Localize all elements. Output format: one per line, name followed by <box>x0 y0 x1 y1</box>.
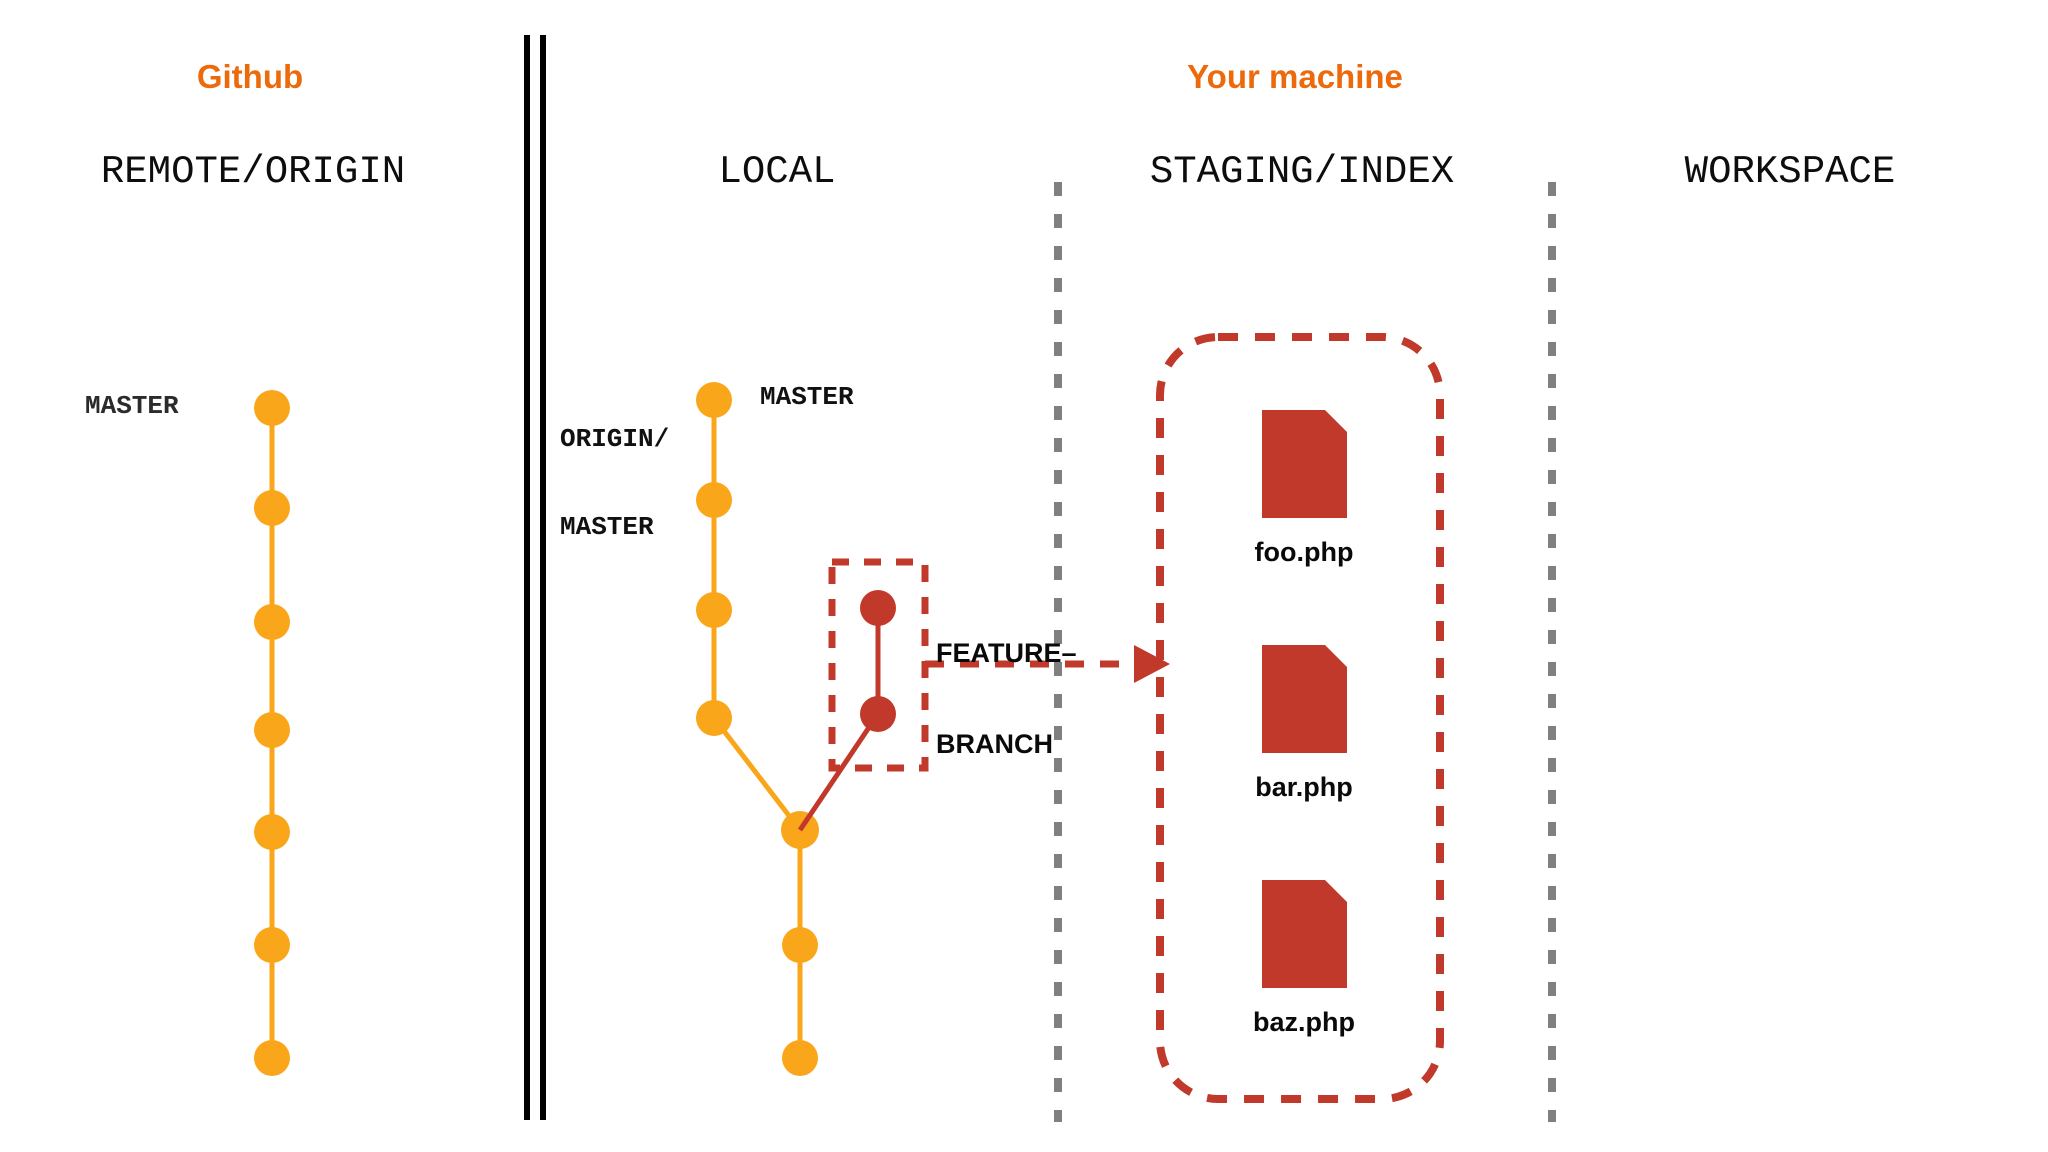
local-trunk-graph <box>781 811 819 1076</box>
commit-dot <box>860 696 896 732</box>
commit-dot <box>254 390 290 426</box>
branch-label-feature-branch-line1: FEATURE– <box>936 638 1077 669</box>
branch-label-feature-branch: FEATURE– BRANCH <box>936 578 1077 820</box>
commit-dot <box>696 482 732 518</box>
branch-label-local-master: MASTER <box>760 382 854 412</box>
commit-dot <box>254 814 290 850</box>
commit-dot <box>254 490 290 526</box>
branch-label-origin-master: ORIGIN/ MASTER <box>560 367 669 600</box>
commit-dot <box>696 700 732 736</box>
commit-dot <box>696 592 732 628</box>
feature-branch-graph <box>797 590 896 832</box>
staging-area-box <box>1156 333 1444 1103</box>
file-icon <box>1262 410 1347 518</box>
file-label-bar: bar.php <box>1255 772 1353 802</box>
zone-title-your-machine: Your machine <box>1187 58 1403 95</box>
commit-dot <box>782 1040 818 1076</box>
commit-dot <box>254 712 290 748</box>
column-header-workspace: WORKSPACE <box>1684 150 1896 194</box>
local-master-graph <box>696 382 802 832</box>
github-machine-divider <box>524 35 546 1120</box>
branch-label-remote-master: MASTER <box>85 391 179 421</box>
commit-dot <box>254 604 290 640</box>
branch-label-origin-master-line2: MASTER <box>560 511 654 542</box>
commit-dot <box>254 927 290 963</box>
zone-title-github: Github <box>196 58 304 95</box>
commit-dot <box>782 927 818 963</box>
commit-dot <box>254 1040 290 1076</box>
file-icon <box>1262 880 1347 988</box>
commit-dot <box>696 382 732 418</box>
branch-label-feature-branch-line2: BRANCH <box>936 729 1053 760</box>
stage-arrow <box>925 645 1170 683</box>
column-header-local: LOCAL <box>718 150 836 194</box>
file-icon <box>1262 645 1347 753</box>
branch-label-origin-master-line1: ORIGIN/ <box>560 424 670 455</box>
file-label-baz: baz.php <box>1253 1007 1355 1037</box>
column-header-remote-origin: REMOTE/ORIGIN <box>100 150 406 194</box>
remote-master-graph <box>254 390 290 1076</box>
column-header-staging-index: STAGING/INDEX <box>1149 150 1455 194</box>
commit-dot <box>860 590 896 626</box>
file-label-foo: foo.php <box>1254 537 1354 567</box>
